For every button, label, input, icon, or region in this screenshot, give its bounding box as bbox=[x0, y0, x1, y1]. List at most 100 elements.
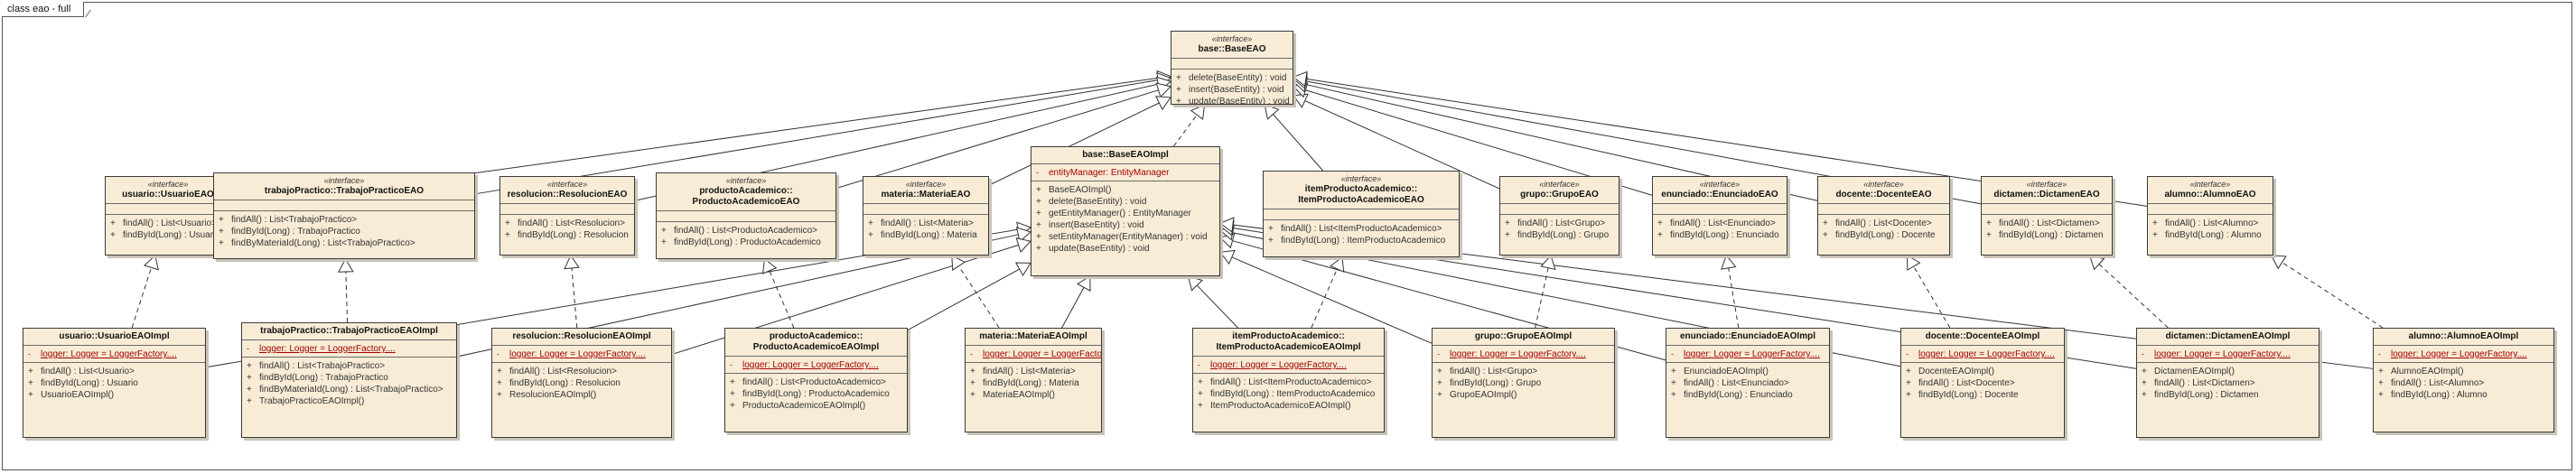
attribute-row: -logger: Logger = LoggerFactory.... bbox=[497, 349, 667, 360]
operation-text: getEntityManager() : EntityManager bbox=[1049, 209, 1191, 218]
public-visibility-icon: + bbox=[1437, 378, 1442, 388]
stereotype-label: «interface» bbox=[1699, 180, 1741, 189]
attributes-compartment: -logger: Logger = LoggerFactory.... bbox=[492, 346, 671, 363]
class-box-trabajo-eao[interactable]: «interface»trabajoPractico::TrabajoPract… bbox=[213, 172, 475, 259]
operation-row: +findById(Long) : Dictamen bbox=[2142, 389, 2314, 401]
stereotype-label: «interface» bbox=[323, 176, 365, 185]
attributes-compartment: -logger: Logger = LoggerFactory.... bbox=[1193, 357, 1384, 374]
class-box-alumno-eao[interactable]: «interface»alumno::AlumnoEAO+findAll() :… bbox=[2147, 176, 2273, 256]
class-box-docente-eao[interactable]: «interface»docente::DocenteEAO+findAll()… bbox=[1817, 176, 1950, 256]
public-visibility-icon: + bbox=[1036, 209, 1041, 218]
public-visibility-icon: + bbox=[2152, 218, 2158, 228]
class-box-enunciado-eao[interactable]: «interface»enunciado::EnunciadoEAO+findA… bbox=[1652, 176, 1787, 256]
operation-row: +findAll() : List<ItemProductoAcademico> bbox=[1198, 376, 1379, 388]
operation-text: findById(Long) : Enunciado bbox=[1670, 230, 1779, 240]
operation-row: +findById(Long) : Docente bbox=[1823, 229, 1945, 241]
public-visibility-icon: + bbox=[970, 390, 975, 400]
attributes-compartment: -logger: Logger = LoggerFactory.... bbox=[2137, 346, 2319, 363]
class-box-enunciado-impl[interactable]: enunciado::EnunciadoEAOImpl-logger: Logg… bbox=[1666, 328, 1830, 438]
operation-text: findAll() : List<Resolucion> bbox=[518, 218, 625, 228]
class-name: itemProductoAcademico:: ItemProductoAcad… bbox=[1298, 184, 1424, 205]
attributes-compartment bbox=[1264, 209, 1459, 220]
operation-text: BaseEAOImpl() bbox=[1049, 185, 1112, 195]
class-box-dictamen-eao[interactable]: «interface»dictamen::DictamenEAO+findAll… bbox=[1981, 176, 2113, 256]
class-box-grupo-impl[interactable]: grupo::GrupoEAOImpl-logger: Logger = Log… bbox=[1432, 328, 1615, 438]
class-header: trabajoPractico::TrabajoPracticoEAOImpl bbox=[242, 323, 456, 340]
operations-compartment: +findAll() : List<Docente>+findById(Long… bbox=[1818, 215, 1949, 243]
class-header: «interface»trabajoPractico::TrabajoPract… bbox=[214, 173, 474, 200]
class-box-item-eao[interactable]: «interface»itemProductoAcademico:: ItemP… bbox=[1263, 171, 1460, 257]
operation-text: findById(Long) : Alumno bbox=[2391, 390, 2487, 400]
operation-row: +findById(Long) : TrabajoPractico bbox=[247, 372, 452, 384]
operation-text: findAll() : List<ProductoAcademico> bbox=[742, 377, 886, 387]
class-name: enunciado::EnunciadoEAOImpl bbox=[1679, 331, 1815, 341]
operation-text: findById(Long) : Materia bbox=[983, 378, 1079, 388]
class-box-dictamen-impl[interactable]: dictamen::DictamenEAOImpl-logger: Logger… bbox=[2136, 328, 2319, 438]
class-box-materia-eao[interactable]: «interface»materia::MateriaEAO+findAll()… bbox=[863, 176, 989, 256]
operation-row: +UsuarioEAOImpl() bbox=[28, 389, 201, 401]
class-box-base-eao[interactable]: «interface»base::BaseEAO+delete(BaseEnti… bbox=[1171, 31, 1293, 105]
class-name: usuario::UsuarioEAO bbox=[122, 190, 214, 200]
class-box-usuario-impl[interactable]: usuario::UsuarioEAOImpl-logger: Logger =… bbox=[23, 328, 206, 438]
attributes-compartment bbox=[500, 204, 634, 215]
public-visibility-icon: + bbox=[247, 385, 252, 395]
operation-row: +TrabajoPracticoEAOImpl() bbox=[247, 395, 452, 407]
diagram-frame-label: class eao - full bbox=[2, 2, 85, 17]
operation-text: findByMateriaId(Long) : List<TrabajoPrac… bbox=[259, 385, 443, 395]
public-visibility-icon: + bbox=[28, 367, 33, 376]
public-visibility-icon: + bbox=[505, 230, 510, 240]
public-visibility-icon: + bbox=[2142, 367, 2147, 376]
class-box-resolucion-eao[interactable]: «interface»resolucion::ResolucionEAO+fin… bbox=[499, 176, 635, 256]
public-visibility-icon: + bbox=[1986, 230, 1992, 240]
attributes-compartment: -logger: Logger = LoggerFactory.... bbox=[1901, 346, 2064, 363]
operation-row: +ResolucionEAOImpl() bbox=[497, 389, 667, 401]
operations-compartment: +findAll() : List<Grupo>+findById(Long) … bbox=[1500, 215, 1619, 243]
class-box-grupo-eao[interactable]: «interface»grupo::GrupoEAO+findAll() : L… bbox=[1499, 176, 1619, 256]
class-header: «interface»materia::MateriaEAO bbox=[863, 177, 988, 204]
public-visibility-icon: + bbox=[1198, 377, 1203, 387]
class-name: productoAcademico:: ProductoAcademicoEAO bbox=[692, 186, 800, 207]
class-box-producto-impl[interactable]: productoAcademico:: ProductoAcademicoEAO… bbox=[724, 328, 908, 432]
attributes-compartment: -logger: Logger = LoggerFactory.... bbox=[1666, 346, 1829, 363]
attribute-text: logger: Logger = LoggerFactory.... bbox=[742, 360, 879, 370]
operation-row: +findById(Long) : ProductoAcademico bbox=[661, 237, 831, 248]
operations-compartment: +DictamenEAOImpl()+findAll() : List<Dict… bbox=[2137, 363, 2319, 403]
public-visibility-icon: + bbox=[2152, 230, 2158, 240]
class-name: docente::DocenteEAOImpl bbox=[1925, 331, 2040, 341]
operation-row: + findByMateriaId(Long) : List<TrabajoPra… bbox=[247, 384, 452, 395]
operation-row: +insert(BaseEntity) : void bbox=[1176, 84, 1288, 96]
operation-text: findAll() : List<Enunciado> bbox=[1684, 378, 1789, 388]
operation-text: ItemProductoAcademicoEAOImpl() bbox=[1210, 401, 1351, 411]
class-box-docente-impl[interactable]: docente::DocenteEAOImpl-logger: Logger =… bbox=[1900, 328, 2065, 438]
class-box-trabajo-impl[interactable]: trabajoPractico::TrabajoPracticoEAOImpl-… bbox=[241, 322, 457, 438]
public-visibility-icon: + bbox=[730, 389, 735, 399]
class-box-item-impl[interactable]: itemProductoAcademico:: ItemProductoAcad… bbox=[1192, 328, 1385, 432]
class-name: grupo::GrupoEAOImpl bbox=[1474, 331, 1573, 341]
public-visibility-icon: + bbox=[1268, 224, 1274, 234]
operations-compartment: +findAll() : List<Enunciado>+findById(Lo… bbox=[1653, 215, 1787, 243]
public-visibility-icon: + bbox=[505, 218, 510, 228]
operations-compartment: +DocenteEAOImpl()+findAll() : List<Docen… bbox=[1901, 363, 2064, 403]
operation-text: findAll() : List<Docente> bbox=[1918, 378, 2015, 388]
class-box-materia-impl[interactable]: materia::MateriaEAOImpl-logger: Logger =… bbox=[965, 328, 1102, 432]
operations-compartment: +findAll() : List<Materia>+findById(Long… bbox=[863, 215, 988, 243]
class-box-usuario-eao[interactable]: «interface»usuario::UsuarioEAO+findAll()… bbox=[105, 176, 231, 256]
operation-row: +findById(Long) : Dictamen bbox=[1986, 229, 2107, 241]
attribute-row: -logger: Logger = LoggerFactory.... bbox=[2378, 349, 2549, 360]
operations-compartment: +findAll() : List<TrabajoPractico>+findB… bbox=[214, 211, 474, 251]
class-box-resolucion-impl[interactable]: resolucion::ResolucionEAOImpl-logger: Lo… bbox=[491, 328, 672, 438]
class-box-producto-eao[interactable]: «interface»productoAcademico:: ProductoA… bbox=[656, 172, 836, 259]
private-visibility-icon: - bbox=[730, 360, 733, 369]
class-box-base-eaoimpl[interactable]: base::BaseEAOImpl-entityManager: EntityM… bbox=[1031, 146, 1220, 276]
operation-text: findAll() : List<Alumno> bbox=[2391, 378, 2485, 388]
private-visibility-icon: - bbox=[1906, 349, 1909, 358]
operation-row: +findAll() : List<Enunciado> bbox=[1671, 377, 1825, 389]
operation-text: delete(BaseEntity) : void bbox=[1049, 197, 1147, 207]
class-box-alumno-impl[interactable]: alumno::AlumnoEAOImpl-logger: Logger = L… bbox=[2373, 328, 2554, 432]
operation-text: EnunciadoEAOImpl() bbox=[1684, 367, 1769, 376]
operations-compartment: +EnunciadoEAOImpl()+findAll() : List<Enu… bbox=[1666, 363, 1829, 403]
class-header: «interface»itemProductoAcademico:: ItemP… bbox=[1264, 172, 1459, 209]
class-name: base::BaseEAO bbox=[1198, 44, 1266, 54]
attribute-row: -logger: Logger = LoggerFactory.... bbox=[2142, 349, 2314, 360]
